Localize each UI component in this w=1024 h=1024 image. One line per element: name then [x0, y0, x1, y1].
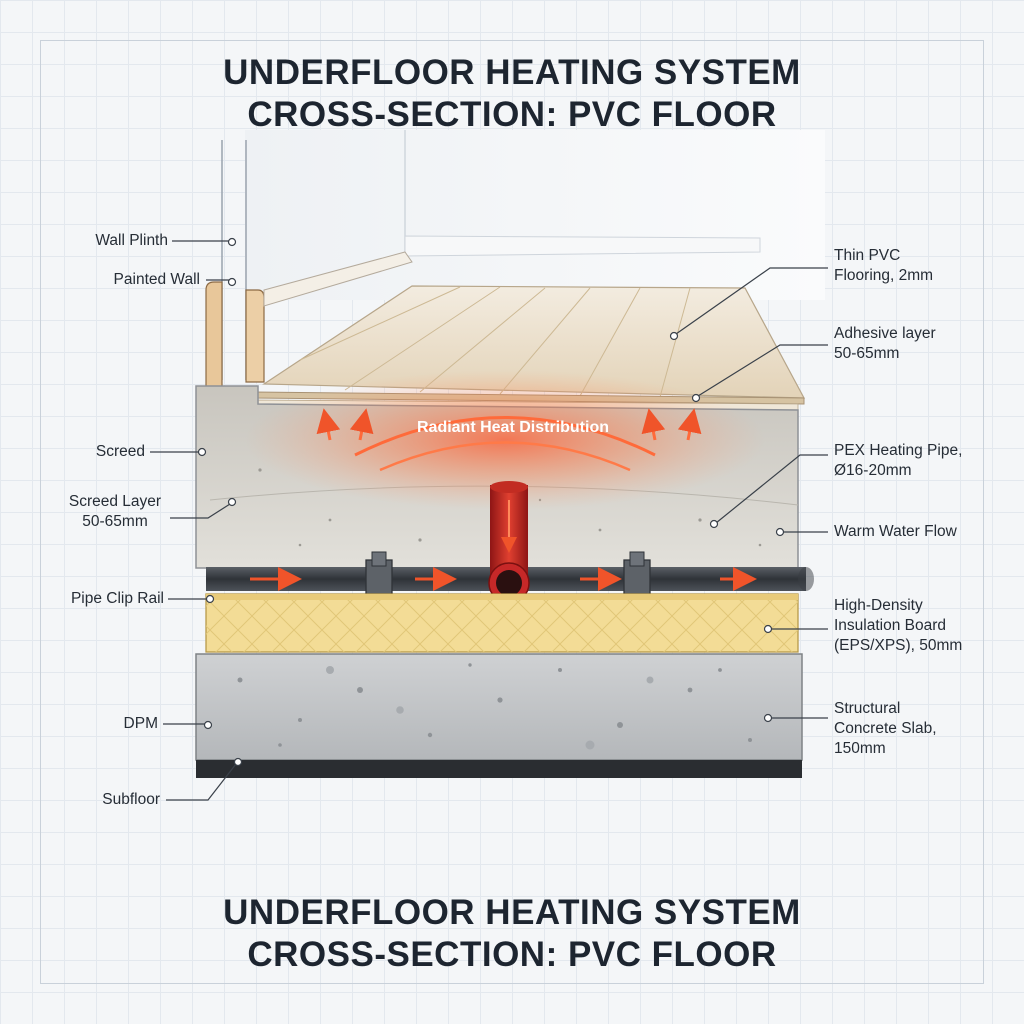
diagram-frame [40, 40, 984, 984]
label-wall-plinth: Wall Plinth [95, 232, 168, 249]
leader-lines-left [150, 237, 243, 801]
label-pex-pipe: PEX Heating Pipe, Ø16-20mm [834, 442, 963, 479]
label-subfloor: Subfloor [102, 791, 160, 808]
insulation-board [205, 593, 799, 653]
label-adhesive-layer: Adhesive layer 50-65mm [834, 325, 936, 362]
label-pipe-clip-rail: Pipe Clip Rail [70, 590, 164, 607]
label-concrete-slab: Structural Concrete Slab, 150mm [834, 700, 937, 757]
label-pvc-flooring: Thin PVC Flooring, 2mm [834, 247, 934, 284]
concrete-slab [195, 653, 803, 761]
dpm-membrane [196, 760, 802, 778]
footer-title: UNDERFLOOR HEATING SYSTEM CROSS-SECTION:… [0, 892, 1024, 976]
label-dpm: DPM [123, 715, 158, 732]
title-line-1: UNDERFLOOR HEATING SYSTEM [223, 53, 801, 92]
label-screed: Screed [95, 443, 145, 460]
leader-lines-right [669, 267, 828, 723]
footer-title-line-2: CROSS-SECTION: PVC FLOOR [247, 935, 777, 974]
radiant-heat-glow [245, 370, 765, 510]
warm-water-pipe [488, 481, 530, 604]
label-insulation-board: High-Density Insulation Board (EPS/XPS),… [834, 597, 963, 654]
label-screed-layer: Screed Layer 50-65mm [68, 493, 162, 530]
page-title: UNDERFLOOR HEATING SYSTEM CROSS-SECTION:… [0, 52, 1024, 136]
title-line-2: CROSS-SECTION: PVC FLOOR [247, 95, 777, 134]
footer-title-line-1: UNDERFLOOR HEATING SYSTEM [223, 893, 801, 932]
wall-plinth [205, 251, 413, 389]
radiant-heat-label: Radiant Heat Distribution [417, 419, 609, 436]
label-painted-wall: Painted Wall [113, 271, 200, 288]
label-warm-water-flow: Warm Water Flow [834, 523, 957, 540]
